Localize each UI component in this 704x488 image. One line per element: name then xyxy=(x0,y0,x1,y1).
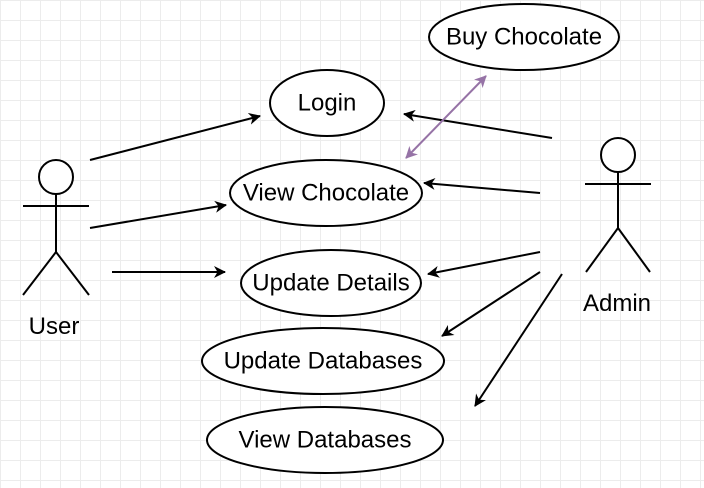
usecase-update-databases-label: Update Databases xyxy=(224,348,423,375)
actor-admin-head xyxy=(600,137,636,173)
link-view-chocolate-buy-chocolate xyxy=(405,75,487,159)
usecase-login[interactable]: Login xyxy=(269,69,385,137)
usecase-update-details[interactable]: Update Details xyxy=(240,249,422,317)
assoc-user-view-chocolate xyxy=(89,200,227,229)
usecase-buy-chocolate[interactable]: Buy Chocolate xyxy=(428,3,620,71)
actor-user-head xyxy=(38,159,74,195)
actor-admin-label: Admin xyxy=(583,290,651,317)
usecase-login-label: Login xyxy=(298,90,357,117)
usecase-buy-chocolate-label: Buy Chocolate xyxy=(446,24,602,51)
actor-admin[interactable]: Admin xyxy=(583,137,651,317)
usecase-view-chocolate[interactable]: View Chocolate xyxy=(229,159,423,227)
actor-user[interactable]: User xyxy=(22,159,90,340)
usecase-view-chocolate-label: View Chocolate xyxy=(243,180,409,207)
usecase-update-details-label: Update Details xyxy=(252,270,409,297)
actor-user-right-leg xyxy=(55,251,90,296)
assoc-admin-update-details xyxy=(427,251,541,278)
actor-user-left-leg xyxy=(22,251,57,296)
actor-admin-right-leg xyxy=(617,227,651,273)
assoc-admin-view-chocolate xyxy=(423,177,541,194)
usecase-view-databases-label: View Databases xyxy=(239,427,412,454)
assoc-admin-login xyxy=(403,109,553,139)
usecase-update-databases[interactable]: Update Databases xyxy=(201,327,445,395)
usecase-view-databases[interactable]: View Databases xyxy=(206,406,444,474)
assoc-user-login xyxy=(89,112,261,161)
assoc-admin-update-databases xyxy=(441,271,541,337)
actor-admin-left-leg xyxy=(585,227,619,273)
assoc-admin-view-databases xyxy=(474,273,563,407)
actor-user-label: User xyxy=(29,313,80,340)
